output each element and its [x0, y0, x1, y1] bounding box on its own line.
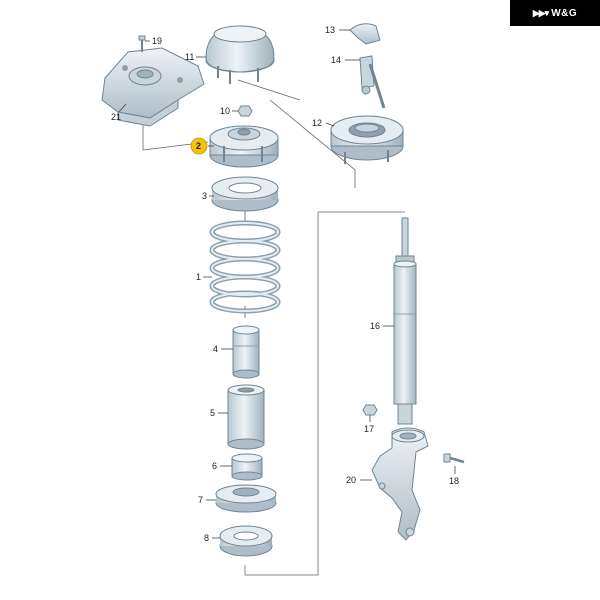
brand-mark-icon: ▶▶▾: [532, 7, 549, 18]
bracket-14: [359, 55, 386, 109]
protective-cap: [205, 25, 275, 84]
label-19: 19: [152, 36, 162, 46]
nut-17: [362, 404, 378, 416]
label-7: 7: [198, 495, 203, 505]
part-labels: 19 21 11 10 2 3 1 4 5 6 7 8 13 14 12 16 …: [111, 25, 459, 543]
label-3: 3: [202, 191, 207, 201]
lower-insulator: [219, 525, 273, 557]
nut-10: [237, 105, 253, 117]
label-2: 2: [196, 141, 201, 151]
dust-boot: [227, 384, 265, 450]
label-5: 5: [210, 408, 215, 418]
bolt-19: [138, 35, 146, 52]
label-12: 12: [312, 118, 322, 128]
label-8: 8: [204, 533, 209, 543]
label-17: 17: [364, 424, 374, 434]
clip-13: [349, 23, 381, 45]
label-14: 14: [331, 55, 341, 65]
coil-spring: [209, 220, 281, 314]
brand-text: W&G: [551, 7, 578, 19]
leader-lines: [118, 29, 456, 539]
label-1: 1: [196, 272, 201, 282]
shock-absorber: [393, 217, 417, 425]
upper-spring-seat: [211, 176, 279, 212]
highlight-badge: [190, 137, 208, 155]
label-18: 18: [449, 476, 459, 486]
label-11: 11: [185, 52, 194, 62]
strut-tower-bracket: [101, 47, 205, 127]
suspension-fork: [371, 427, 429, 541]
buffer-ring: [231, 453, 263, 481]
label-21: 21: [111, 112, 121, 122]
mount-plate-12: [330, 115, 404, 164]
strut-mount: [209, 125, 279, 168]
label-6: 6: [212, 461, 217, 471]
bump-stop: [232, 325, 260, 379]
label-10: 10: [220, 106, 230, 116]
lower-spring-seat: [215, 484, 277, 513]
brand-logo: ▶▶▾ W&G: [510, 0, 600, 26]
label-16: 16: [370, 321, 380, 331]
label-4: 4: [213, 344, 218, 354]
label-20: 20: [346, 475, 356, 485]
bolt-18: [443, 453, 465, 464]
label-13: 13: [325, 25, 335, 35]
